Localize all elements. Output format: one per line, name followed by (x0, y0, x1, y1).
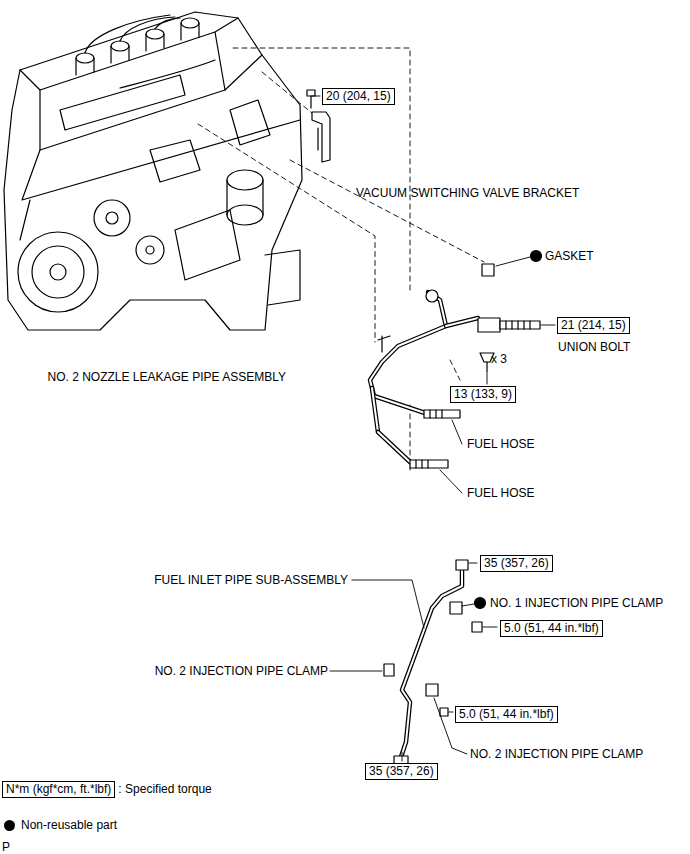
torque-text: 35 (357, 26) (369, 765, 434, 778)
part-name: NO. 2 NOZZLE LEAKAGE PIPE ASSEMBLY (47, 370, 286, 384)
fuel-inlet-pipe (330, 560, 497, 766)
torque-text: 20 (204, 15) (326, 90, 391, 103)
engine-drawing (4, 12, 302, 330)
torque-text: N*m (kgf*cm, ft.*lbf) (6, 783, 111, 796)
part-name: UNION BOLT (558, 340, 630, 354)
legend-entry: Non-reusable part (4, 818, 117, 832)
torque-text: 13 (133, 9) (454, 388, 512, 401)
leakage-pipe (370, 290, 478, 462)
legend-text: Non-reusable part (21, 818, 117, 832)
torque-value-box: 35 (357, 26) (365, 763, 438, 780)
torque-value-box: 13 (133, 9) (450, 386, 516, 403)
part-name: FUEL INLET PIPE SUB-ASSEMBLY (154, 573, 348, 587)
non-reusable-dot (4, 820, 15, 831)
non-reusable-dot (531, 251, 542, 262)
quantity-note: x 3 (491, 352, 507, 366)
torque-unit-box: N*m (kgf*cm, ft.*lbf) (2, 781, 115, 798)
locator-lines (198, 48, 484, 470)
torque-value-box: 21 (214, 15) (557, 317, 630, 334)
part-name: NO. 2 INJECTION PIPE CLAMP (470, 747, 643, 761)
torque-value-box: 20 (204, 15) (322, 88, 395, 105)
non-reusable-dot (475, 598, 486, 609)
torque-text: 5.0 (51, 44 in.*lbf) (504, 622, 599, 635)
legend-text: : Specified torque (118, 782, 211, 796)
torque-text: 21 (214, 15) (561, 319, 626, 332)
part-name: GASKET (545, 249, 594, 263)
torque-value-box: 5.0 (51, 44 in.*lbf) (500, 620, 603, 637)
part-name: NO. 2 INJECTION PIPE CLAMP (155, 664, 328, 678)
fuel-hoses (410, 410, 462, 493)
part-name: FUEL HOSE (467, 437, 535, 451)
torque-text: 35 (357, 26) (484, 557, 549, 570)
legend-entry: : Specified torque (118, 782, 211, 796)
fasteners (478, 257, 555, 384)
torque-value-box: 35 (357, 26) (480, 555, 553, 572)
part-name: NO. 1 INJECTION PIPE CLAMP (490, 596, 663, 610)
part-name: FUEL HOSE (467, 486, 535, 500)
torque-text: 5.0 (51, 44 in.*lbf) (459, 708, 554, 721)
part-name: VACUUM SWITCHING VALVE BRACKET (356, 186, 579, 200)
torque-value-box: 5.0 (51, 44 in.*lbf) (455, 706, 558, 723)
page-mark: P (2, 840, 10, 854)
